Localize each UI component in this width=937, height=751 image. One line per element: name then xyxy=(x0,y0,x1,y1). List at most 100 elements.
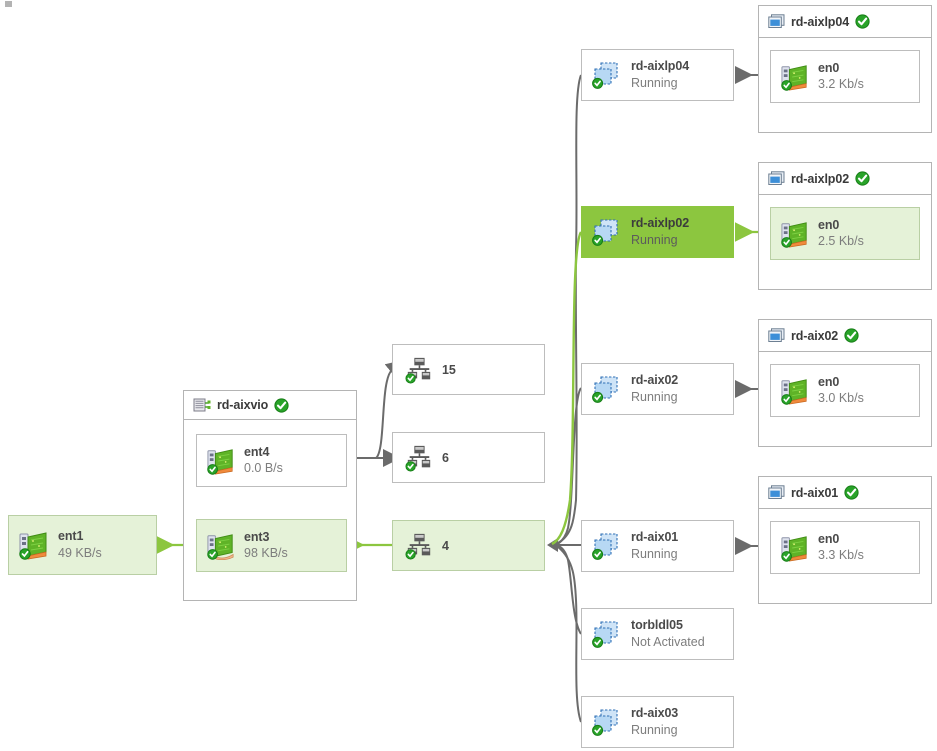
adapter-name: ent1 xyxy=(58,529,84,544)
shared-network-adapter-icon xyxy=(207,532,235,560)
vlan-id: 6 xyxy=(442,450,449,465)
lpar-state: Running xyxy=(631,722,678,737)
lpar-card-torbldl05[interactable]: torbldl05 Not Activated xyxy=(581,608,734,660)
interface-text: en0 3.3 Kb/s xyxy=(818,532,864,564)
brace-mid-lower xyxy=(557,545,582,635)
interface-card-en0[interactable]: en0 3.2 Kb/s xyxy=(770,50,920,103)
lpar-card-rd-aix02[interactable]: rd-aix02 Running xyxy=(581,363,734,415)
lpar-state: Running xyxy=(631,75,678,90)
lpar-panel-name: rd-aixlp02 xyxy=(791,171,850,186)
lpar-card-rd-aix03[interactable]: rd-aix03 Running xyxy=(581,696,734,748)
vios-panel-header: rd-aixvio xyxy=(184,391,356,420)
network-adapter-icon xyxy=(781,534,809,562)
interface-name: en0 xyxy=(818,374,840,389)
os-window-icon xyxy=(768,171,785,186)
lpar-icon xyxy=(592,374,622,404)
network-adapter-icon xyxy=(781,220,809,248)
vlan-card-4[interactable]: 4 xyxy=(392,520,545,571)
lpar-panel-name: rd-aixlp04 xyxy=(791,14,850,29)
lpar-state: Not Activated xyxy=(631,634,705,649)
adapter-card-ent4[interactable]: ent4 0.0 B/s xyxy=(196,434,347,487)
adapter-text: ent1 49 KB/s xyxy=(58,529,102,561)
link-ent4-to-vlan15 xyxy=(375,359,405,459)
lpar-icon xyxy=(592,531,622,561)
adapter-throughput: 0.0 B/s xyxy=(244,461,283,475)
lpar-icon xyxy=(592,619,622,649)
lpar-panel-rd-aixlp04[interactable]: rd-aixlp04 xyxy=(758,5,932,133)
brace-lower xyxy=(557,546,582,723)
network-adapter-icon xyxy=(19,530,49,560)
lpar-name: rd-aix02 xyxy=(631,373,679,388)
lpar-icon xyxy=(592,217,622,247)
adapter-card-ent1[interactable]: ent1 49 KB/s xyxy=(8,515,157,575)
vios-panel[interactable]: rd-aixvio xyxy=(183,390,357,601)
status-ok-icon xyxy=(855,14,870,29)
vlan-card-15[interactable]: 15 xyxy=(392,344,545,395)
adapter-text: ent4 0.0 B/s xyxy=(244,445,283,477)
interface-text: en0 3.0 Kb/s xyxy=(818,375,864,407)
lpar-panel-rd-aixlp02[interactable]: rd-aixlp02 xyxy=(758,162,932,290)
lpar-text: rd-aixlp02 Running xyxy=(631,216,689,248)
network-adapter-icon xyxy=(781,377,809,405)
lpar-card-rd-aixlp04[interactable]: rd-aixlp04 Running xyxy=(581,49,734,101)
status-ok-icon xyxy=(855,171,870,186)
interface-throughput: 2.5 Kb/s xyxy=(818,234,864,248)
brace-upper xyxy=(557,74,582,544)
lpar-name: rd-aixlp02 xyxy=(631,216,690,231)
status-ok-icon xyxy=(844,485,859,500)
adapter-name: ent4 xyxy=(244,444,270,459)
interface-card-en0[interactable]: en0 3.3 Kb/s xyxy=(770,521,920,574)
lpar-panel-header: rd-aixlp04 xyxy=(759,6,931,38)
status-ok-icon xyxy=(274,397,289,413)
vlan-icon xyxy=(405,532,433,560)
lpar-name: rd-aix01 xyxy=(631,530,679,545)
vlan-icon xyxy=(405,444,433,472)
os-window-icon xyxy=(768,14,785,29)
status-ok-icon xyxy=(844,328,859,343)
interface-text: en0 2.5 Kb/s xyxy=(818,218,864,250)
lpar-text: rd-aixlp04 Running xyxy=(631,59,689,91)
vlan-id: 15 xyxy=(442,362,456,377)
lpar-icon xyxy=(592,707,622,737)
brace-mid-upper xyxy=(557,387,582,545)
lpar-card-rd-aix01[interactable]: rd-aix01 Running xyxy=(581,520,734,572)
lpar-panel-header: rd-aix02 xyxy=(759,320,931,352)
adapter-name: ent3 xyxy=(244,529,270,544)
vlan-id: 4 xyxy=(442,538,449,553)
interface-name: en0 xyxy=(818,60,840,75)
adapter-text: ent3 98 KB/s xyxy=(244,530,288,562)
lpar-name: rd-aixlp04 xyxy=(631,59,690,74)
lpar-panel-header: rd-aixlp02 xyxy=(759,163,931,195)
interface-throughput: 3.2 Kb/s xyxy=(818,77,864,91)
lpar-text: rd-aix03 Running xyxy=(631,706,678,738)
vlan-card-6[interactable]: 6 xyxy=(392,432,545,483)
lpar-text: rd-aix02 Running xyxy=(631,373,678,405)
interface-name: en0 xyxy=(818,217,840,232)
adapter-card-ent3[interactable]: ent3 98 KB/s xyxy=(196,519,347,572)
interface-card-en0[interactable]: en0 3.0 Kb/s xyxy=(770,364,920,417)
lpar-icon xyxy=(592,60,622,90)
lpar-text: rd-aix01 Running xyxy=(631,530,678,562)
lpar-panel-name: rd-aix01 xyxy=(791,485,839,500)
brace-highlight-aixlp02 xyxy=(551,231,583,546)
lpar-state: Running xyxy=(631,389,678,404)
lpar-name: torbldl05 xyxy=(631,618,683,633)
lpar-panel-name: rd-aix02 xyxy=(791,328,839,343)
vios-server-icon xyxy=(193,397,211,413)
lpar-state: Running xyxy=(631,232,678,247)
lpar-card-rd-aixlp02[interactable]: rd-aixlp02 Running xyxy=(581,206,734,258)
vios-name: rd-aixvio xyxy=(217,398,269,412)
lpar-state: Running xyxy=(631,546,678,561)
os-window-icon xyxy=(768,328,785,343)
lpar-panel-header: rd-aix01 xyxy=(759,477,931,509)
vlan-icon xyxy=(405,356,433,384)
interface-card-en0[interactable]: en0 2.5 Kb/s xyxy=(770,207,920,260)
lpar-panel-rd-aix01[interactable]: rd-aix01 xyxy=(758,476,932,604)
network-adapter-icon xyxy=(781,63,809,91)
interface-name: en0 xyxy=(818,531,840,546)
network-adapter-icon xyxy=(207,447,235,475)
adapter-throughput: 98 KB/s xyxy=(244,546,288,560)
lpar-panel-rd-aix02[interactable]: rd-aix02 xyxy=(758,319,932,447)
interface-throughput: 3.3 Kb/s xyxy=(818,548,864,562)
